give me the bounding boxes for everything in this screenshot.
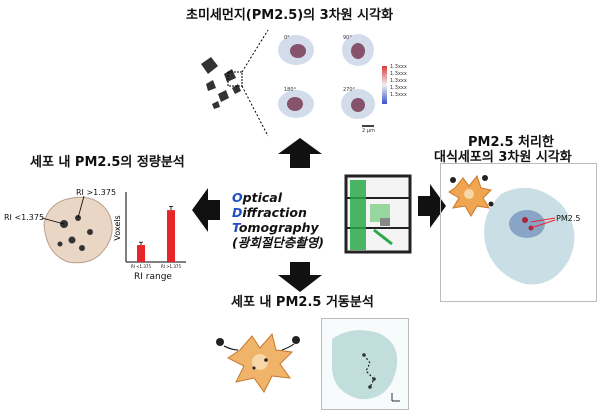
colorbar-tick: 1.3xxx <box>390 78 407 84</box>
y-axis-label: Voxels <box>113 215 122 240</box>
title-top: 초미세먼지(PM2.5)의 3차원 시각화 <box>186 8 394 23</box>
colorbar-tick: 1.3xxx <box>390 92 407 98</box>
view-90 <box>342 34 374 66</box>
angle-label-0: 0° <box>284 35 290 41</box>
odt-word-1: ptical <box>242 190 282 205</box>
title-right-line1: PM2.5 처리한 <box>468 135 554 150</box>
title-bottom: 세포 내 PM2.5 거동분석 <box>231 295 374 310</box>
cell-illustration-left <box>41 195 113 264</box>
view-180 <box>278 90 314 118</box>
colorbar-ticks: 1.3xxx 1.3xxx 1.3xxx 1.3xxx 1.3xxx <box>390 64 407 99</box>
arrow-left <box>192 188 220 232</box>
colorbar-tick: 1.3xxx <box>390 71 407 77</box>
arrow-down <box>278 262 322 292</box>
bar-1 <box>167 210 175 262</box>
arrow-right <box>418 184 446 228</box>
pm25-particle-cluster <box>201 57 241 109</box>
view-270 <box>341 89 375 119</box>
movement-track-panel <box>321 318 409 410</box>
angle-label-90: 90° <box>343 35 352 41</box>
label-pm25-right: PM2.5 <box>556 214 581 223</box>
scale-bar-label: 2 μm <box>362 128 375 134</box>
bar-0 <box>137 245 145 262</box>
odt-cap-o: O <box>232 190 243 205</box>
angle-label-180: 180° <box>284 87 297 93</box>
macrophage-illustration-bottom <box>216 332 300 393</box>
x-axis-label: RI range <box>134 272 172 282</box>
angle-label-270: 270° <box>343 87 356 93</box>
colorbar <box>382 66 387 104</box>
zoom-box <box>227 71 243 87</box>
title-left: 세포 내 PM2.5의 정량분석 <box>30 155 185 170</box>
odt-machine <box>344 174 412 254</box>
odt-cap-d: D <box>232 205 243 220</box>
odt-cap-t: T <box>232 220 239 235</box>
label-ri-gt: RI >1.375 <box>76 188 117 197</box>
x-tick-label-1: RI >1.375 <box>161 264 181 269</box>
colorbar-tick: 1.3xxx <box>390 64 407 70</box>
title-right-line2: 대식세포의 3차원 시각화 <box>434 150 572 165</box>
odt-word-2: iffraction <box>242 205 307 220</box>
pm25-3d-visualization-panel <box>201 29 387 137</box>
odt-word-3: omography <box>238 220 319 235</box>
ri-voxel-bar-chart: RI <1.375 RI >1.375 Voxels <box>113 192 186 269</box>
view-0 <box>278 35 314 65</box>
odt-title: Optical Diffraction Tomography (광회절단층촬영) <box>232 190 324 250</box>
label-ri-lt: RI <1.375 <box>4 213 45 222</box>
colorbar-tick: 1.3xxx <box>390 85 407 91</box>
odt-korean: (광회절단층촬영) <box>232 235 324 250</box>
inset-macrophage <box>448 174 494 217</box>
arrow-up <box>278 138 322 168</box>
x-tick-label-0: RI <1.375 <box>131 264 151 269</box>
macrophage-3d-panel <box>440 163 597 302</box>
